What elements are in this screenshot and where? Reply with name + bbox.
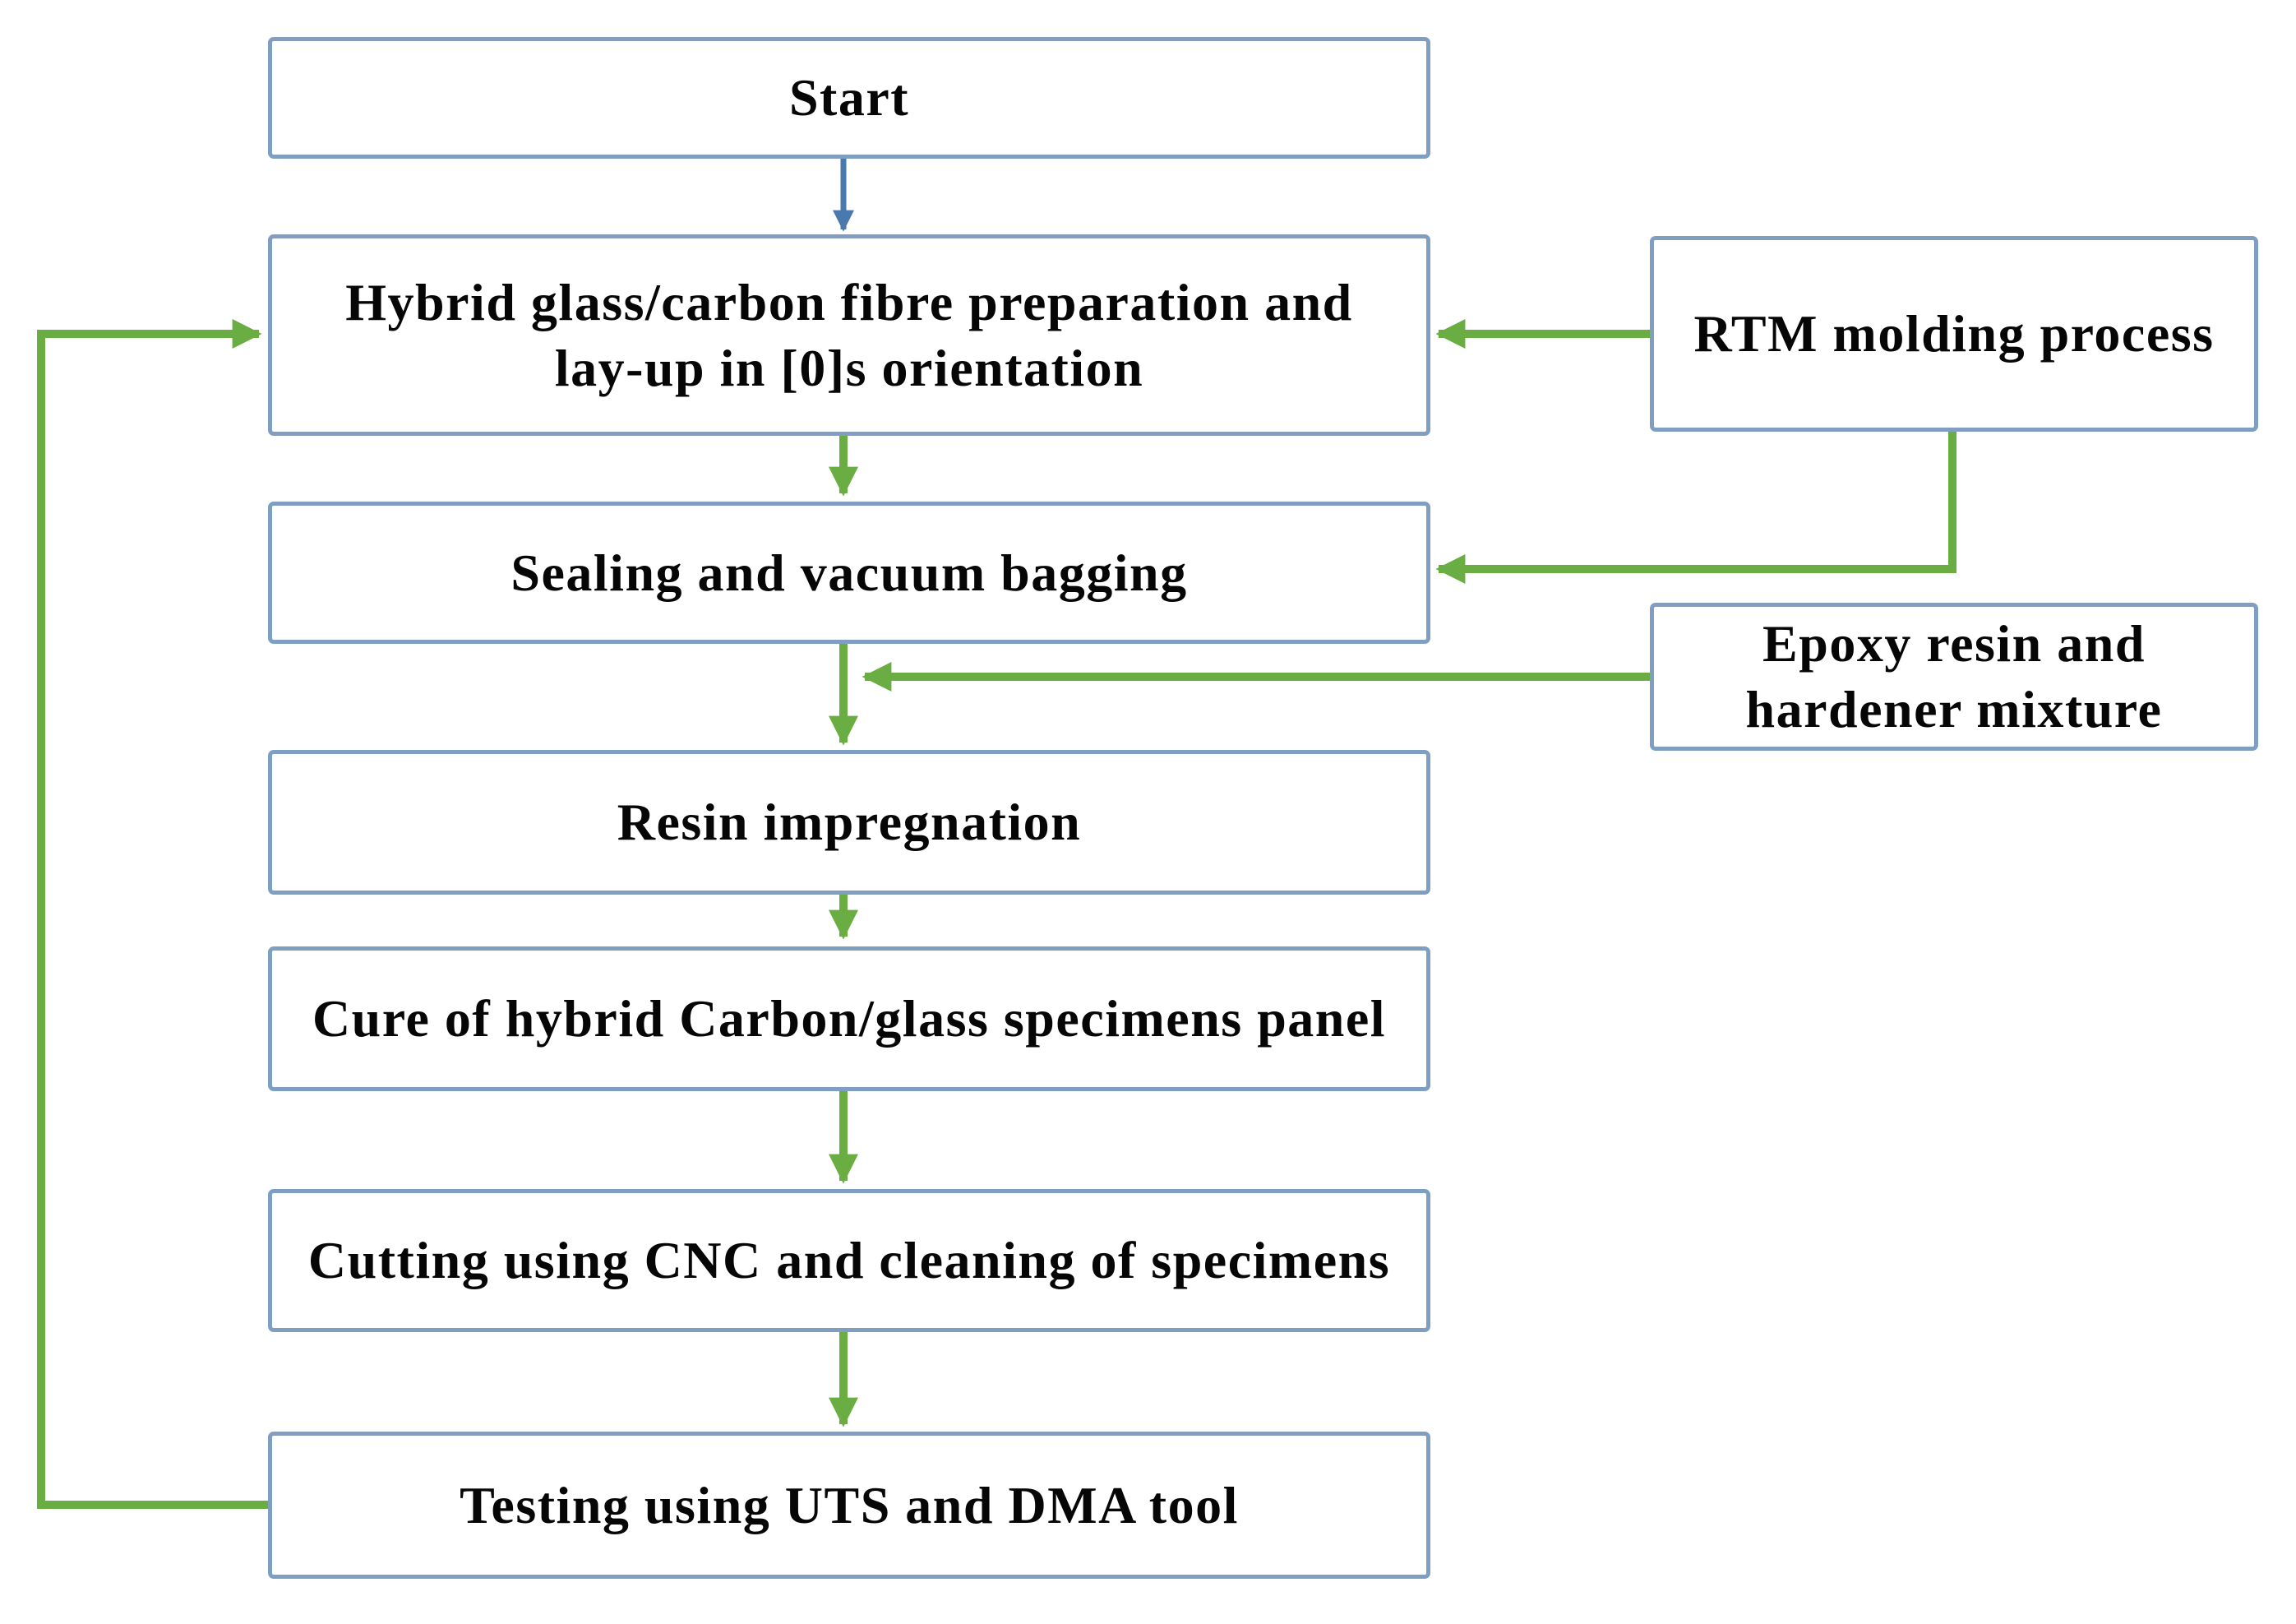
node-testing-uts-dma: Testing using UTS and DMA tool <box>268 1432 1430 1579</box>
connector-rtm-to-sealing <box>1435 432 1956 584</box>
node-rtm-molding-process: RTM molding process <box>1650 236 2258 432</box>
node-cure-panel: Cure of hybrid Carbon/glass specimens pa… <box>268 946 1430 1091</box>
node-cutting-cnc: Cutting using CNC and cleaning of specim… <box>268 1189 1430 1332</box>
connector-testing-to-hybrid-feedback <box>37 319 270 1509</box>
node-testing-uts-dma-label: Testing using UTS and DMA tool <box>460 1475 1239 1534</box>
node-resin-impregnation-label: Resin impregnation <box>617 793 1082 851</box>
node-sealing-vacuum-bagging-label: Sealing and vacuum bagging <box>510 543 1188 602</box>
node-rtm-molding-process-label: RTM molding process <box>1693 304 2215 363</box>
node-cutting-cnc-label: Cutting using CNC and cleaning of specim… <box>307 1231 1391 1289</box>
node-epoxy-resin-hardener-label: Epoxy resin and hardener mixture <box>1745 614 2163 738</box>
node-hybrid-layup: Hybrid glass/carbon fibre preparation an… <box>268 234 1430 436</box>
node-cure-panel-label: Cure of hybrid Carbon/glass specimens pa… <box>312 989 1387 1048</box>
node-start: Start <box>268 37 1430 159</box>
node-hybrid-layup-label: Hybrid glass/carbon fibre preparation an… <box>345 272 1353 397</box>
node-epoxy-resin-hardener: Epoxy resin and hardener mixture <box>1650 603 2258 751</box>
node-start-label: Start <box>788 68 910 127</box>
node-sealing-vacuum-bagging: Sealing and vacuum bagging <box>268 502 1430 644</box>
node-resin-impregnation: Resin impregnation <box>268 750 1430 895</box>
